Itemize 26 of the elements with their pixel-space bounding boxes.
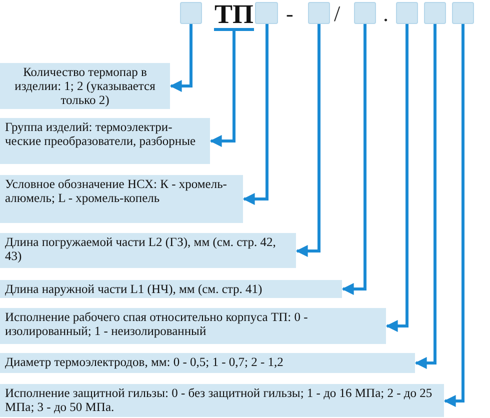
- description-box: Исполнение защитной гильзы: 0 - без защитной гильзы; 1 - до 16 МПа; 2 - до 25 МПа; 3 - до 50 МПа.: [0, 384, 444, 417]
- description-box: Условное обозначение НСХ: К - хромель-алюмель; L - хромель-копель: [0, 175, 243, 223]
- arrow: [210, 31, 236, 147]
- separator-symbol: -: [286, 2, 294, 26]
- arrow: [296, 24, 320, 257]
- arrow: [444, 24, 464, 407]
- code-position-box: [396, 2, 418, 24]
- arrow: [170, 24, 192, 92]
- arrow: [414, 24, 436, 369]
- separator-symbol: /: [334, 2, 340, 26]
- code-position-box: [424, 2, 446, 24]
- description-box: Количество термопар в изделии: 1; 2 (указывается только 2): [0, 63, 170, 109]
- description-box: Длина погружаемой части L2 (ГЗ), мм (см. стр. 42, 43): [0, 233, 296, 268]
- arrow: [242, 24, 268, 205]
- description-box: Диаметр термоэлектродов, мм: 0 - 0,5; 1 - 0,7; 2 - 1,2: [0, 353, 415, 373]
- code-position-box: [180, 2, 202, 24]
- code-position-box: [255, 2, 278, 24]
- arrow: [386, 24, 408, 332]
- description-box: Исполнение рабочего спая относительно корпуса ТП: 0 - изолированный; 1 - неизолированный: [0, 308, 386, 344]
- description-box: Длина наружной части L1 (НЧ), мм (см. стр. 41): [0, 280, 342, 298]
- code-position-box: [308, 2, 330, 24]
- description-box: Группа изделий: термоэлектри-ческие преобразователи, разборные: [0, 118, 210, 164]
- separator-symbol: .: [383, 2, 388, 26]
- arrow: [342, 24, 366, 295]
- code-position-box: [452, 2, 474, 24]
- code-position-box: [354, 2, 376, 24]
